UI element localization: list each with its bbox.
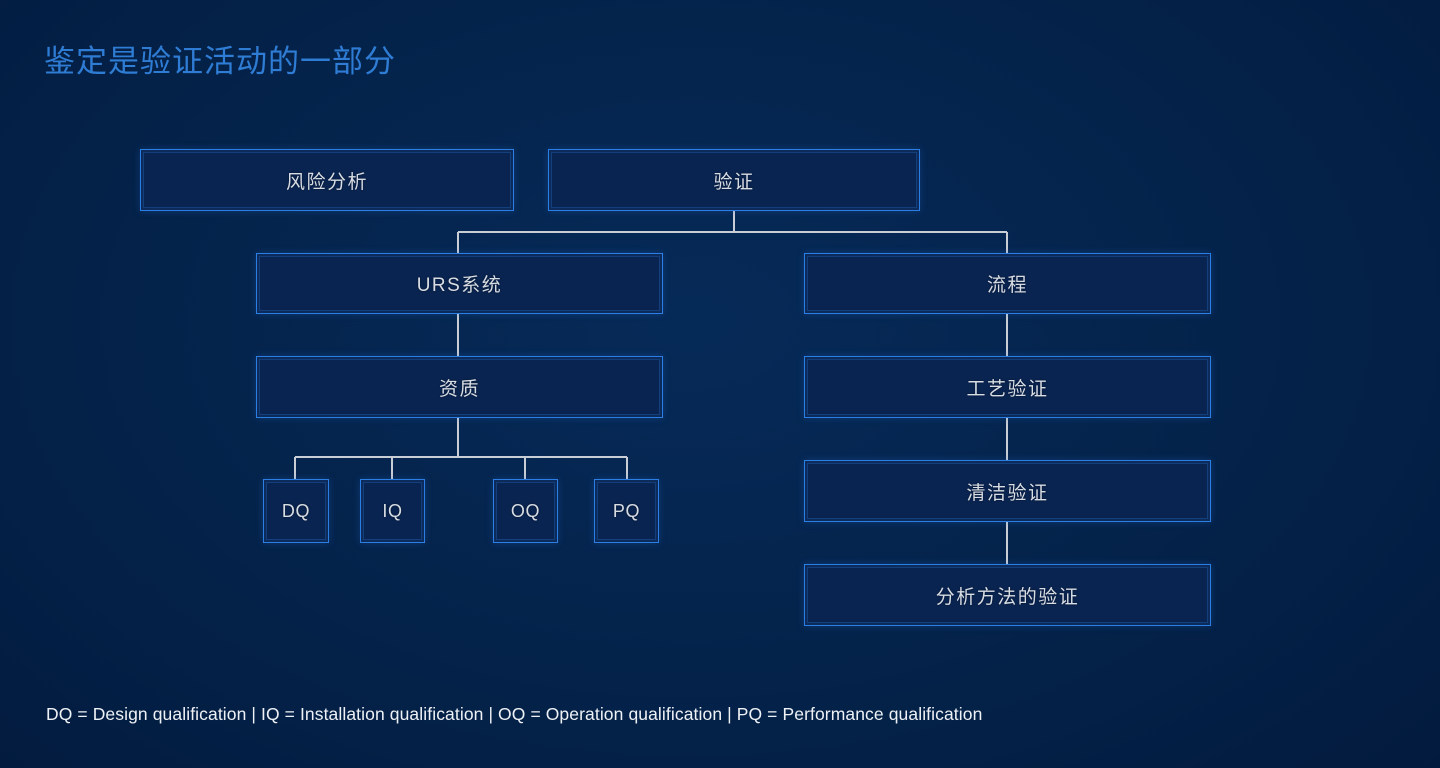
node-label: 工艺验证 — [966, 378, 1049, 400]
node-oq[interactable]: OQ — [493, 479, 558, 543]
node-dq[interactable]: DQ — [263, 479, 329, 543]
node-label: PQ — [612, 500, 641, 521]
node-validation[interactable]: 验证 — [548, 149, 920, 211]
node-process-validation[interactable]: 工艺验证 — [804, 356, 1211, 418]
node-analytical-method-validation[interactable]: 分析方法的验证 — [804, 564, 1211, 626]
node-urs-system[interactable]: URS系统 — [256, 253, 663, 314]
faint-subtitle-artifact — [595, 63, 835, 81]
node-qualification[interactable]: 资质 — [256, 356, 663, 418]
node-label: DQ — [281, 500, 311, 521]
node-cleaning-validation[interactable]: 清洁验证 — [804, 460, 1211, 522]
node-label: OQ — [510, 500, 541, 521]
node-label: 清洁验证 — [966, 482, 1049, 504]
node-pq[interactable]: PQ — [594, 479, 659, 543]
node-label: 流程 — [986, 275, 1028, 296]
node-label: URS系统 — [416, 275, 503, 296]
node-risk-analysis[interactable]: 风险分析 — [140, 149, 514, 211]
node-label: 验证 — [713, 171, 755, 193]
node-label: 资质 — [438, 378, 480, 400]
node-label: 分析方法的验证 — [935, 586, 1080, 608]
node-process[interactable]: 流程 — [804, 253, 1211, 314]
node-iq[interactable]: IQ — [360, 479, 425, 543]
page-title: 鉴定是验证活动的一部分 — [44, 44, 396, 79]
node-label: IQ — [382, 500, 403, 521]
legend-footer: DQ = Design qualification | IQ = Install… — [46, 704, 983, 724]
node-label: 风险分析 — [285, 171, 368, 193]
